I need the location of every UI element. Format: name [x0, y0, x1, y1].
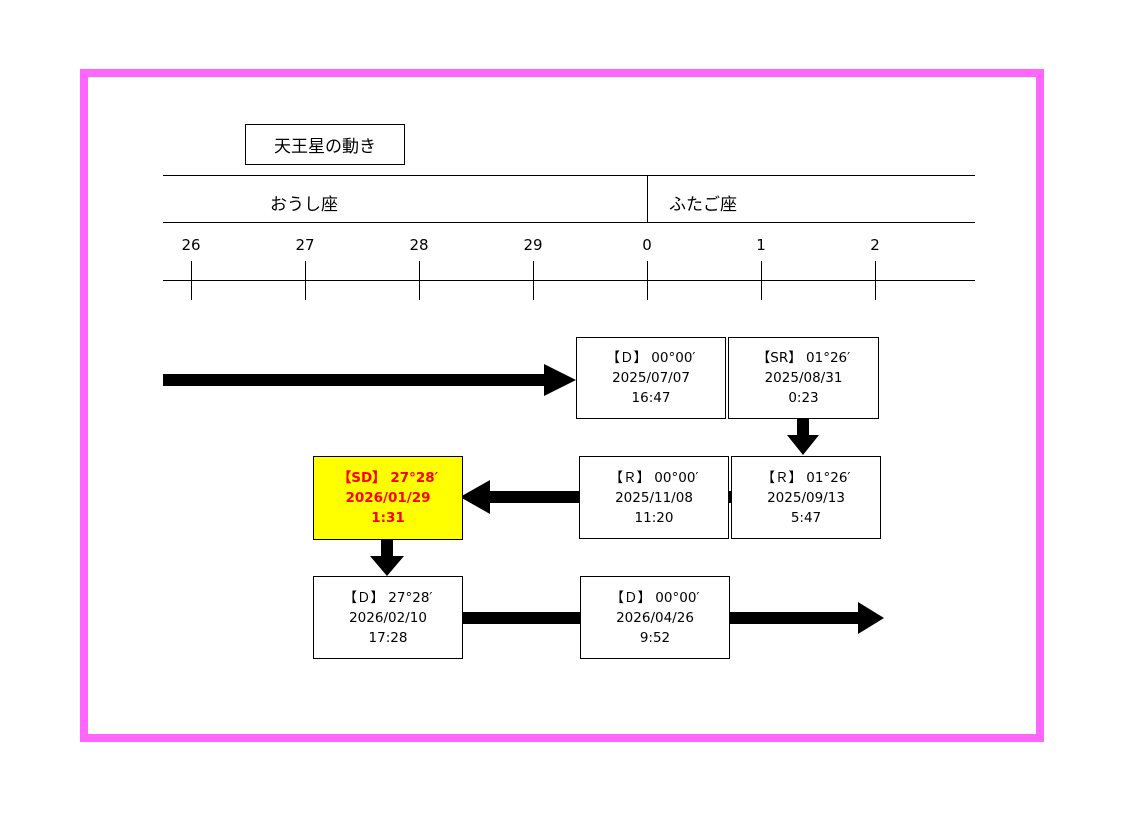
- arrow-head-left: [460, 480, 490, 514]
- event-date: 2026/04/26: [616, 609, 694, 626]
- tick-label: 1: [756, 236, 766, 254]
- event-box-station-retro: 【SR】 01°26′ 2025/08/31 0:23: [728, 337, 879, 419]
- event-box-station-direct-highlight: 【SD】 27°28′ 2026/01/29 1:31: [313, 456, 463, 540]
- event-date: 2026/01/29: [345, 490, 431, 506]
- event-box-direct-ingress: 【Ｄ】 00°00′ 2025/07/07 16:47: [576, 337, 726, 419]
- event-label: 【Ｒ】 00°00′: [609, 469, 699, 486]
- arrow-shaft-retro: [488, 491, 580, 503]
- tick-label: 28: [409, 236, 429, 254]
- event-date: 2026/02/10: [349, 609, 427, 626]
- event-date: 2025/07/07: [612, 370, 690, 386]
- sign-label-gemini: ふたご座: [669, 195, 737, 215]
- tick-label: 27: [295, 236, 315, 254]
- event-box-direct-1: 【Ｄ】 27°28′ 2026/02/10 17:28: [313, 576, 463, 659]
- tick-mark: [533, 261, 534, 300]
- event-label: 【Ｄ】 00°00′: [606, 350, 696, 366]
- arrow-shaft-down-1: [797, 419, 809, 439]
- tick-label: 26: [181, 236, 201, 254]
- event-label: 【SR】 01°26′: [756, 350, 851, 366]
- event-time: 17:28: [368, 629, 408, 646]
- event-date: 2025/08/31: [764, 370, 843, 386]
- event-label: 【Ｒ】 01°26′: [761, 469, 851, 486]
- event-time: 1:31: [371, 510, 405, 526]
- event-box-retro-1: 【Ｒ】 01°26′ 2025/09/13 5:47: [731, 456, 881, 539]
- connector-retro: [728, 491, 732, 503]
- sign-band-top-line: [163, 175, 975, 176]
- sign-band-bottom-line: [163, 222, 975, 223]
- arrow-head-right: [858, 602, 884, 634]
- arrow-shaft-down-2: [381, 540, 393, 558]
- tick-label: 0: [642, 236, 652, 254]
- tick-mark: [191, 261, 192, 300]
- event-time: 0:23: [788, 390, 819, 406]
- event-time: 11:20: [634, 509, 674, 526]
- arrow-shaft-direct-3: [730, 612, 860, 624]
- event-time: 9:52: [639, 629, 671, 646]
- event-time: 5:47: [790, 509, 822, 526]
- tick-mark: [761, 261, 762, 300]
- arrow-shaft-direct-1: [163, 374, 548, 386]
- tick-mark: [647, 261, 648, 300]
- tick-mark: [875, 261, 876, 300]
- event-time: 16:47: [631, 390, 671, 406]
- sign-divider: [647, 175, 648, 222]
- arrow-head-down: [370, 556, 404, 576]
- arrow-head-right: [544, 364, 576, 396]
- event-label: 【SD】 27°28′: [337, 470, 439, 486]
- degree-axis-line: [163, 280, 975, 281]
- event-label: 【Ｄ】 00°00′: [610, 589, 700, 606]
- event-date: 2025/11/08: [615, 489, 693, 506]
- event-label: 【Ｄ】 27°28′: [343, 589, 433, 606]
- tick-label: 2: [870, 236, 880, 254]
- diagram-title: 天王星の動き: [245, 124, 405, 165]
- page-frame: [80, 69, 1044, 742]
- arrow-shaft-direct-2: [463, 612, 580, 624]
- event-box-retro-egress: 【Ｒ】 00°00′ 2025/11/08 11:20: [579, 456, 729, 539]
- event-box-direct-reingress: 【Ｄ】 00°00′ 2026/04/26 9:52: [580, 576, 730, 659]
- tick-mark: [419, 261, 420, 300]
- tick-label: 29: [523, 236, 543, 254]
- tick-mark: [305, 261, 306, 300]
- sign-label-taurus: おうし座: [270, 195, 338, 215]
- arrow-head-down: [787, 435, 819, 455]
- event-date: 2025/09/13: [767, 489, 845, 506]
